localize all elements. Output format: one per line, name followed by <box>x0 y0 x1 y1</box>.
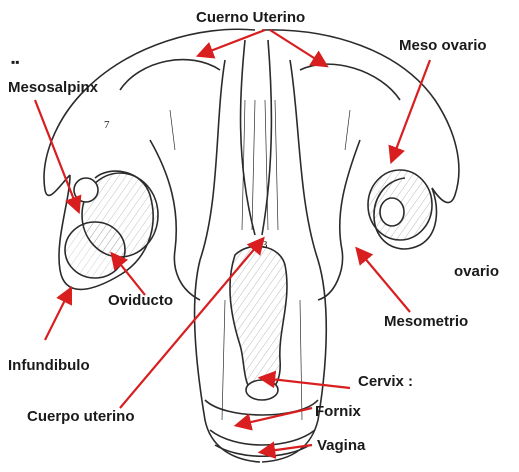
arrow-cuerno-left <box>200 30 265 55</box>
label-fornix: Fornix <box>315 404 361 419</box>
arrow-cuerno-right <box>270 30 325 65</box>
label-cervix: Cervix : <box>358 374 413 389</box>
label-mesometrio: Mesometrio <box>384 314 468 329</box>
label-infundibulo: Infundibulo <box>8 358 90 373</box>
label-cuerno-uterino: Cuerno Uterino <box>196 10 305 25</box>
label-oviducto: Oviducto <box>108 293 173 308</box>
tract-drawing <box>44 29 459 462</box>
figure-numeral-center: 3 <box>262 239 268 251</box>
left-uterine-horn <box>44 29 255 195</box>
label-vagina: Vagina <box>317 438 365 453</box>
arrow-infundibulo <box>45 290 70 340</box>
label-meso-ovario: Meso ovario <box>399 38 487 53</box>
arrow-mesosalpinx <box>35 100 78 210</box>
arrow-oviducto <box>113 255 145 295</box>
right-uterine-horn <box>262 30 459 203</box>
label-mesosalpinx: Mesosalpinx <box>8 80 98 95</box>
label-cuerpo-uterino: Cuerpo uterino <box>27 409 135 424</box>
figure-numeral-left: 7 <box>104 119 110 131</box>
arrow-fornix <box>238 408 312 425</box>
label-ovario: ovario <box>454 264 499 279</box>
arrow-mesometrio <box>358 250 410 312</box>
figure-mark-top-left: ▪▪ <box>11 55 20 69</box>
